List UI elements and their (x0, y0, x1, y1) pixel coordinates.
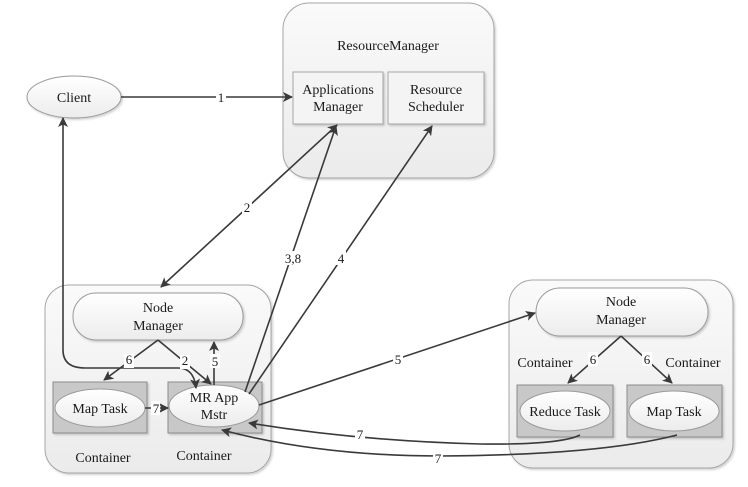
applications-manager-line1: Applications (302, 83, 374, 98)
right-container-label-right: Container (665, 356, 721, 371)
right-map-task-container: Map Task (626, 384, 723, 438)
left-map-task-container: Map Task (52, 381, 148, 434)
resource-scheduler-line2: Scheduler (408, 100, 464, 115)
edge-label-3-8: 3,8 (285, 251, 301, 266)
edge-label-2-top: 2 (244, 200, 251, 215)
right-node-manager-line1: Node (606, 295, 636, 310)
client: Client (26, 75, 122, 119)
resource-scheduler-line1: Resource (410, 83, 462, 98)
reduce-task-label: Reduce Task (529, 405, 600, 420)
edge-reduce-to-mr (248, 419, 581, 445)
edge-label-1: 1 (218, 90, 225, 105)
applications-manager: Applications Manager (292, 71, 384, 125)
right-node-manager: Node Manager (535, 287, 709, 337)
left-node: Node Manager Map Task MR App Mstr Contai… (44, 284, 272, 474)
left-map-task-label: Map Task (72, 402, 127, 417)
right-node: Node Manager Container Container Reduce … (508, 279, 734, 469)
edge-label-7-reduce: 7 (357, 427, 364, 442)
edges (58, 92, 678, 457)
mr-app-master-container: MR App Mstr (167, 381, 263, 434)
right-container-label-left: Container (517, 356, 573, 371)
edge-label-6-map: 6 (644, 352, 651, 367)
mr-app-master-line1: MR App (190, 391, 239, 406)
edge-label-5-left: 5 (212, 354, 219, 369)
edge-client-to-mr-app-master (58, 117, 201, 389)
mr-app-master-line2: Mstr (201, 408, 228, 423)
right-map-task-label: Map Task (646, 405, 701, 420)
edge-label-6-reduce: 6 (590, 352, 597, 367)
edge-label-7-map: 7 (153, 401, 160, 416)
left-node-manager-line2: Manager (133, 319, 183, 334)
resource-manager-title: ResourceManager (337, 39, 439, 54)
edge-label-4: 4 (338, 251, 345, 266)
left-container-label-1: Container (75, 451, 131, 466)
left-node-manager-line1: Node (143, 301, 173, 316)
edge-label-7-right-map: 7 (435, 451, 442, 466)
right-node-manager-line2: Manager (596, 313, 646, 328)
edge-label-5-right: 5 (395, 352, 402, 367)
left-container-label-2: Container (176, 449, 232, 464)
applications-manager-line2: Manager (313, 100, 363, 115)
client-label: Client (57, 91, 91, 106)
edge-labels: 1 2 3,8 4 5 5 6 2 7 6 6 7 7 (124, 90, 652, 466)
reduce-task-container: Reduce Task (516, 384, 614, 438)
left-node-manager: Node Manager (72, 292, 244, 341)
resource-scheduler: Resource Scheduler (387, 71, 485, 125)
resource-manager: ResourceManager Applications Manager Res… (282, 2, 495, 179)
edge-label-6-left: 6 (126, 352, 133, 367)
edge-label-2-left: 2 (182, 353, 189, 368)
